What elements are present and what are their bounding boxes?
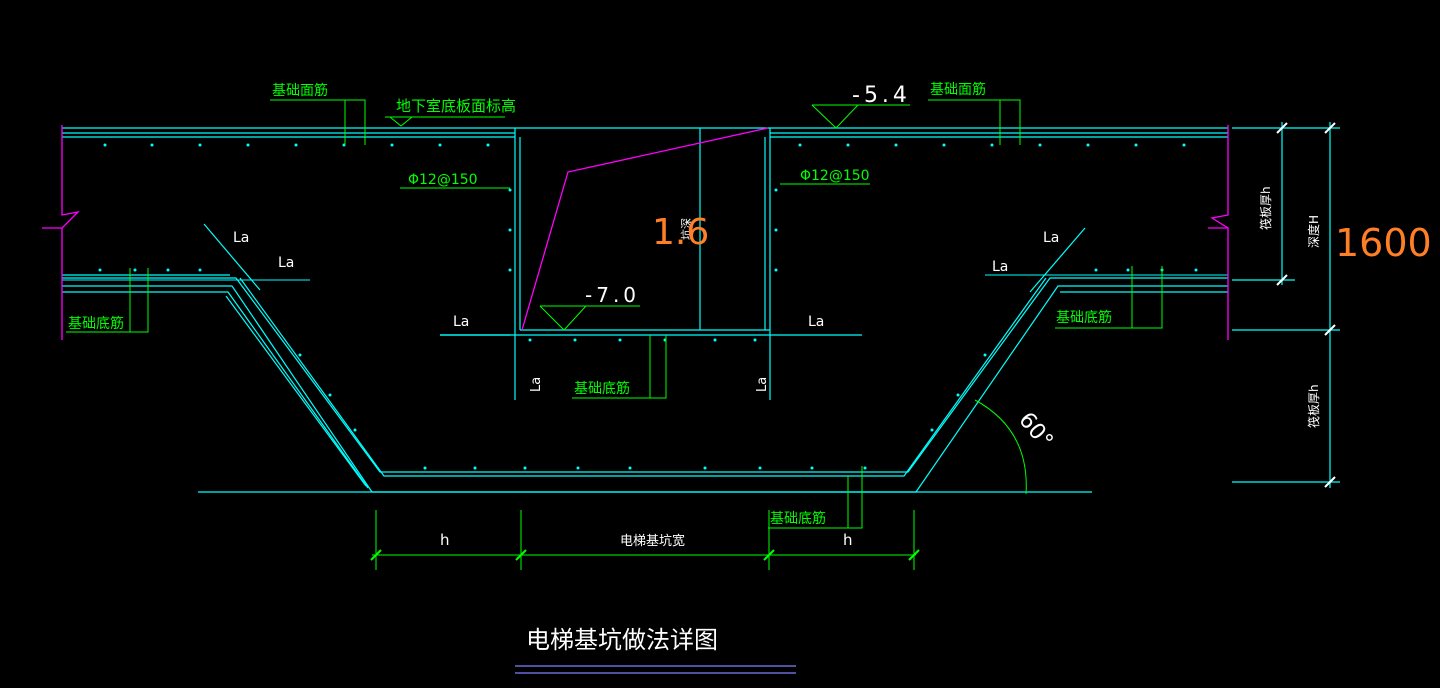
label-la-1: La [233, 230, 249, 246]
label-la-4: La [992, 259, 1008, 275]
label-la-2: La [278, 255, 294, 271]
break-lines [42, 125, 1229, 340]
label-la-7: La [529, 377, 544, 392]
label-orange-small: 1.6 [652, 212, 709, 253]
dim-label-pit-width: 电梯基坑宽 [620, 533, 685, 549]
title-underline [515, 665, 796, 674]
label-top-rebar-left: 基础面筋 [272, 82, 328, 99]
label-la-8: La [755, 377, 770, 392]
label-la-6: La [808, 314, 824, 330]
label-elevation-top: -5.4 [852, 83, 911, 108]
right-dim-ticks [1276, 122, 1336, 488]
label-slab-thickness-2: 筏板厚h [1307, 384, 1321, 428]
label-slab-thickness-1: 筏板厚h [1259, 186, 1273, 230]
label-top-rebar-right: 基础面筋 [930, 81, 986, 98]
label-la-5: La [453, 314, 469, 330]
rebar-dots [98, 143, 1198, 470]
dim-label-h-left: h [440, 531, 450, 549]
annotation-text: 基础面筋 基础面筋 地下室底板面标高 -5.4 -7.0 Φ12@150 Φ12… [68, 81, 1432, 654]
label-pit-depth-vertical: 坑深 [679, 218, 693, 240]
label-rebar-spec-right: Φ12@150 [800, 168, 870, 184]
label-bottom-rebar-left: 基础底筋 [68, 315, 124, 332]
label-basement-elevation: 地下室底板面标高 [396, 97, 516, 115]
label-pit-depth: 深度H [1306, 215, 1321, 248]
drawing-title: 电梯基坑做法详图 [526, 626, 718, 654]
label-bottom-rebar-right: 基础底筋 [1056, 309, 1112, 326]
label-bottom-rebar-trough: 基础底筋 [770, 510, 826, 527]
structure-lines [62, 122, 1340, 493]
label-rebar-spec-left: Φ12@150 [408, 172, 478, 188]
label-orange-big: 1600 [1335, 221, 1432, 265]
label-la-3: La [1043, 230, 1059, 246]
label-elevation-pit: -7.0 [585, 283, 640, 307]
dim-label-h-right: h [843, 531, 853, 549]
label-angle: 60° [1013, 408, 1057, 454]
dimension-ticks [370, 549, 920, 561]
label-bottom-rebar-pit: 基础底筋 [574, 380, 630, 397]
annotation-lines [66, 99, 1163, 570]
